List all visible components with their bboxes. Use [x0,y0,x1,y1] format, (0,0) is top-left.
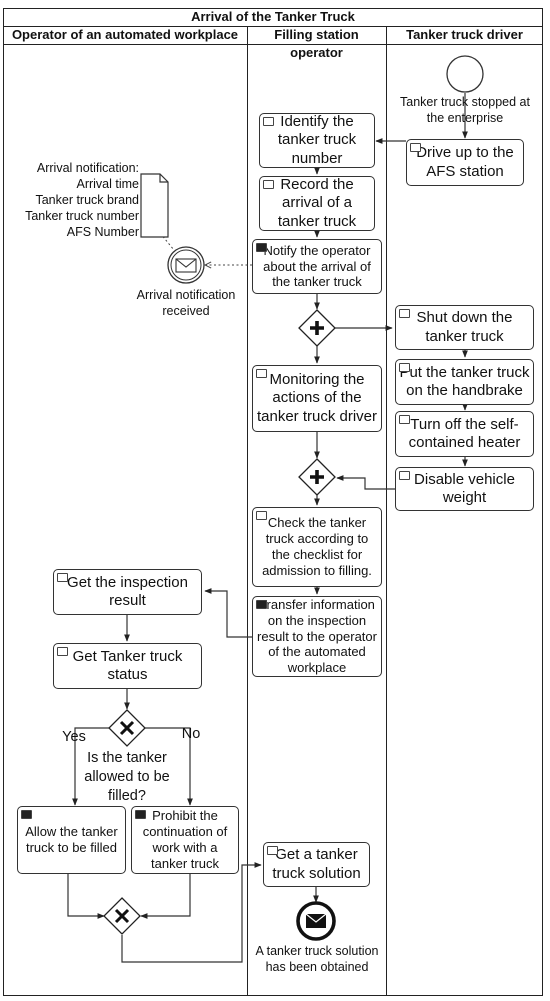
task-shut-down[interactable]: Shut down the tanker truck [395,305,534,350]
task-label: Prohibit the continuation of work with a… [142,808,228,871]
flow-allow-to-merge [67,874,105,919]
lane-divider-1 [247,26,248,996]
pool-title: Arrival of the Tanker Truck [191,9,355,24]
task-notify[interactable]: Notify the operator about the arrival of… [252,239,382,294]
send-task-icon [256,243,267,252]
pool-border [3,8,543,996]
task-handbrake[interactable]: Put the tanker truck on the handbrake [395,359,534,405]
end-event-label: A tanker truck solution has been obtaine… [255,944,379,974]
flow-gateway-no [144,727,193,806]
x-icon [119,720,135,736]
task-drive-up[interactable]: Drive up to the AFS station [406,139,524,186]
task-label: Get a tanker truck solution [272,846,361,882]
plus-icon [310,321,324,335]
receive-task-icon [267,846,278,855]
gateway-question-label: Is the tanker allowed to be filled? [84,750,170,804]
data-object-field: Arrival time [76,177,139,191]
flow-transfer-to-get-result [204,588,252,638]
task-label: Transfer information on the inspection r… [257,596,377,676]
task-label: Get Tanker truck status [72,647,183,683]
task-allow[interactable]: Allow the tanker truck to be filled [17,806,126,874]
task-check[interactable]: Check the tanker truck according to the … [252,507,382,587]
flow-merge-to-solution [121,862,262,963]
message-catch-event-inner [170,249,202,281]
user-task-icon [399,471,410,480]
start-event [446,55,484,93]
lane-header-filling: Filling station operator [274,27,359,60]
task-record[interactable]: Record the arrival of a tanker truck [259,176,375,231]
task-identify[interactable]: Identify the tanker truck number [259,113,375,168]
task-get-solution[interactable]: Get a tanker truck solution [263,842,370,887]
data-association [159,232,175,251]
gateway-yes-label: Yes [62,729,86,745]
lane-divider-2 [386,26,387,996]
task-transfer[interactable]: Transfer information on the inspection r… [252,596,382,677]
task-label: Get the inspection result [67,573,188,609]
data-object-field: Tanker truck number [25,209,139,223]
task-label: Monitoring the actions of the tanker tru… [256,371,378,425]
data-object-text: Arrival notification: Arrival time Tanke… [5,160,139,240]
x-icon [114,908,130,924]
task-label: Allow the tanker truck to be filled [25,824,118,855]
receive-task-icon [57,573,68,582]
task-label: Identify the tanker truck number [277,113,357,167]
send-task-icon [256,600,267,609]
data-object-field: AFS Number [66,225,139,239]
task-label: Drive up to the AFS station [416,144,514,180]
user-task-icon [256,511,267,520]
task-heater[interactable]: Turn off the self-contained heater [395,411,534,457]
task-get-result[interactable]: Get the inspection result [53,569,202,615]
user-task-icon [399,363,410,372]
send-task-icon [135,810,146,819]
user-task-icon [263,117,274,126]
task-label: Record the arrival of a tanker truck [277,176,357,230]
user-task-icon [399,309,410,318]
task-label: Check the tanker truck according to the … [262,515,372,578]
task-label: Turn off the self-contained heater [408,415,521,451]
task-prohibit[interactable]: Prohibit the continuation of work with a… [131,806,239,874]
task-get-status[interactable]: Get Tanker truck status [53,643,202,689]
data-object-icon [140,173,169,238]
gateway-no-label: No [181,726,201,742]
receive-task-icon [57,647,68,656]
task-weight[interactable]: Disable vehicle weight [395,467,534,511]
flow-gateway-yes [72,727,110,806]
task-label: Put the tanker truck on the handbrake [399,363,530,399]
send-task-icon [21,810,32,819]
user-task-icon [263,180,274,189]
plus-icon [310,470,324,484]
notification-received-label: Arrival notification received [136,288,236,318]
data-object-field: Tanker truck brand [35,193,139,207]
flow-prohibit-to-merge [140,874,191,919]
task-label: Shut down the tanker truck [416,309,513,345]
user-task-icon [399,415,410,424]
data-object-heading: Arrival notification: [36,161,139,175]
start-event-label: Tanker truck stopped at the enterprise [400,95,530,125]
lane-header-divider [3,44,543,45]
lane-header-driver: Tanker truck driver [406,27,523,42]
task-label: Notify the operator about the arrival of… [263,242,371,290]
user-task-icon [256,369,267,378]
user-task-icon [410,143,421,152]
task-label: Disable vehicle weight [414,470,515,506]
flow-weight-to-join [336,475,395,490]
envelope-icon [175,258,197,273]
title-divider [3,26,543,27]
lane-header-operator: Operator of an automated workplace [11,27,239,42]
task-monitoring[interactable]: Monitoring the actions of the tanker tru… [252,365,382,432]
